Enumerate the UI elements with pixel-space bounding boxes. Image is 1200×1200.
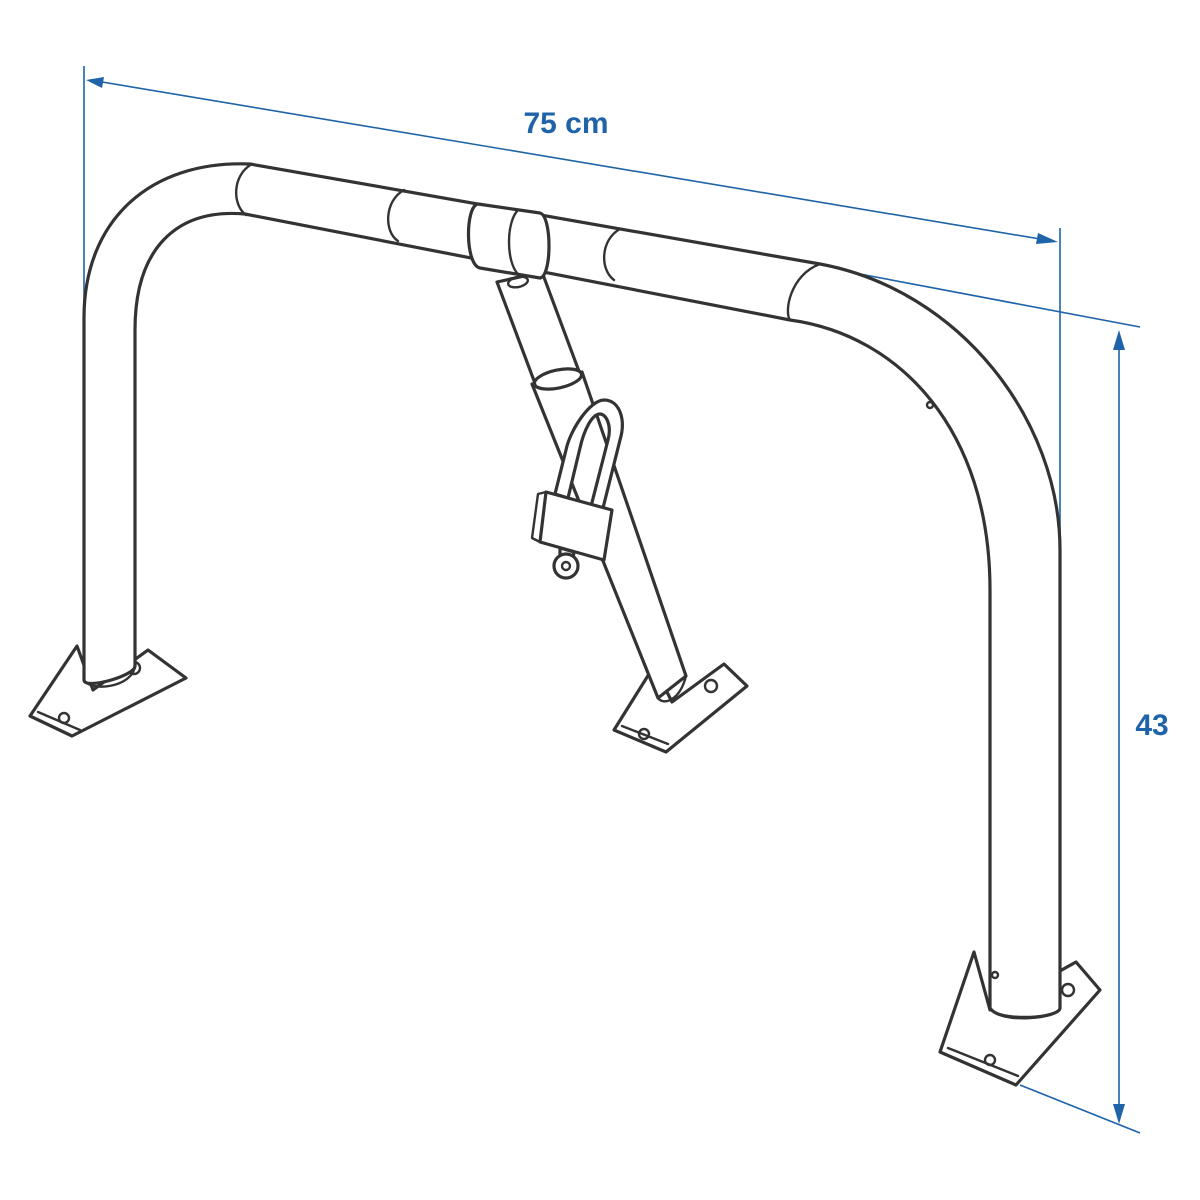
height-extension-bottom	[1019, 1084, 1141, 1134]
barrier-arch	[82, 162, 1062, 1020]
support-arm	[495, 270, 688, 703]
dimension-lines	[83, 66, 1141, 1134]
padlock	[530, 398, 624, 562]
key-icon	[552, 546, 580, 580]
height-arrow-top	[1113, 330, 1125, 350]
width-dimension-label: 75 cm	[523, 107, 608, 140]
width-dimension-line	[89, 79, 1053, 242]
width-arrow-right	[1036, 233, 1058, 244]
sliding-collar	[466, 202, 551, 280]
base-plate-middle	[612, 662, 749, 754]
width-arrow-left	[86, 77, 104, 88]
base-plate-left	[28, 644, 188, 738]
height-dimension-label: 43	[1135, 709, 1168, 742]
height-arrow-bottom	[1113, 1104, 1125, 1124]
